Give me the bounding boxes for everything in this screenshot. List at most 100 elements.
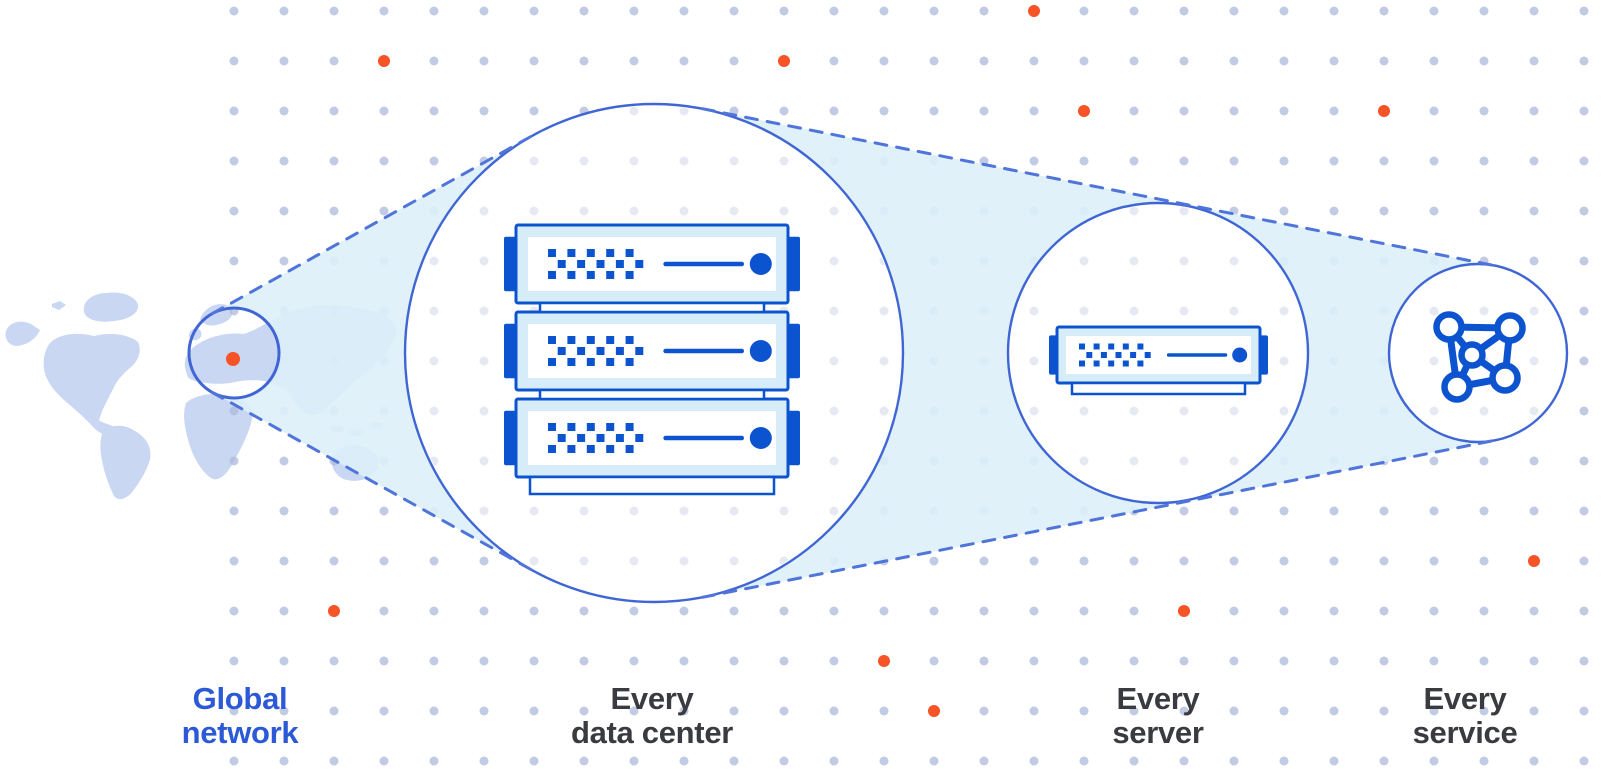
server-vent-dot (567, 336, 576, 344)
grid-dot-faint (479, 506, 489, 516)
grid-dot (279, 56, 289, 66)
label-line: Every (1423, 681, 1507, 716)
grid-dot (1529, 256, 1539, 266)
grid-dot-orange (1078, 105, 1090, 117)
server-vent-dot (625, 358, 634, 366)
grid-dot-faint (1229, 306, 1239, 316)
server-vent-dot (1137, 343, 1144, 350)
server-base (1070, 381, 1247, 396)
rack-connector (538, 388, 766, 401)
server-led (749, 427, 772, 449)
grid-dot-faint (1079, 256, 1089, 266)
grid-dot (1529, 506, 1539, 516)
grid-dot (1579, 306, 1589, 316)
grid-dot (279, 756, 289, 766)
grid-dot (329, 6, 339, 16)
grid-dot-faint (679, 506, 689, 516)
server-vent-dot (1122, 360, 1129, 367)
grid-dot (529, 756, 539, 766)
grid-dot (1279, 706, 1289, 716)
grid-dot-faint (829, 206, 839, 216)
grid-dot (879, 106, 889, 116)
grid-dot (1529, 706, 1539, 716)
grid-dot (1229, 156, 1239, 166)
grid-dot (1329, 206, 1339, 216)
grid-dot (1229, 506, 1239, 516)
grid-dot (1329, 756, 1339, 766)
grid-dot-faint (1279, 356, 1289, 366)
grid-dot (729, 756, 739, 766)
grid-dot (1229, 756, 1239, 766)
server-vent-dot (548, 336, 556, 344)
grid-dot (329, 756, 339, 766)
grid-dot (379, 6, 389, 16)
grid-dot-faint (829, 406, 839, 416)
label-line: data center (570, 715, 734, 750)
grid-dot (379, 156, 389, 166)
server-vent-dot (567, 423, 576, 431)
grid-dot (529, 6, 539, 16)
grid-dot-faint (429, 306, 439, 316)
server-vent-dot (586, 358, 595, 366)
grid-dot (1479, 556, 1489, 566)
grid-dot (1529, 106, 1539, 116)
grid-dot (379, 606, 389, 616)
grid-dot-orange (1528, 555, 1540, 567)
grid-dot-faint (679, 156, 689, 166)
server-vent-dot (557, 434, 566, 442)
grid-dot (1029, 56, 1039, 66)
grid-dot (279, 706, 289, 716)
server-vent-dot (615, 434, 624, 442)
grid-dot-faint (529, 556, 539, 566)
grid-dot (1279, 206, 1289, 216)
server-vent-dot (596, 260, 605, 268)
server-vent-dot (557, 260, 566, 268)
grid-dot (479, 106, 489, 116)
grid-dot (1379, 506, 1389, 516)
grid-dot (829, 656, 839, 666)
grid-dot (929, 656, 939, 666)
grid-dot (1279, 506, 1289, 516)
grid-dot (1229, 6, 1239, 16)
grid-dot (329, 56, 339, 66)
grid-dot-faint (1479, 306, 1489, 316)
grid-dot-faint (629, 156, 639, 166)
grid-dot (279, 106, 289, 116)
grid-dot-faint (679, 206, 689, 216)
grid-dot (1179, 106, 1189, 116)
grid-dot (1229, 606, 1239, 616)
grid-dot-faint (1179, 256, 1189, 266)
grid-dot (379, 206, 389, 216)
server-vent-dot (586, 423, 595, 431)
grid-dot (279, 606, 289, 616)
grid-dot (1479, 206, 1489, 216)
grid-dot (1379, 556, 1389, 566)
grid-dot-faint (1479, 406, 1489, 416)
grid-dot (1079, 56, 1089, 66)
grid-dot (1329, 606, 1339, 616)
grid-dot (529, 706, 539, 716)
grid-dot (779, 606, 789, 616)
grid-dot-faint (1079, 456, 1089, 466)
grid-dot (1479, 106, 1489, 116)
grid-dot (679, 706, 689, 716)
grid-dot-faint (1429, 306, 1439, 316)
grid-dot-faint (779, 506, 789, 516)
grid-dot (629, 56, 639, 66)
label-line: server (1112, 715, 1204, 750)
grid-dot (1479, 56, 1489, 66)
server-vent-dot (615, 260, 624, 268)
grid-dot-orange (328, 605, 340, 617)
grid-dot (1529, 156, 1539, 166)
grid-dot (879, 56, 889, 66)
grid-dot (479, 756, 489, 766)
grid-dot (579, 756, 589, 766)
grid-dot (729, 6, 739, 16)
grid-dot (1329, 106, 1339, 116)
grid-dot (1429, 456, 1439, 466)
grid-dot (1429, 606, 1439, 616)
grid-dot (779, 656, 789, 666)
grid-dot (1379, 706, 1389, 716)
grid-dot-faint (1179, 456, 1189, 466)
server-vent-dot (596, 434, 605, 442)
